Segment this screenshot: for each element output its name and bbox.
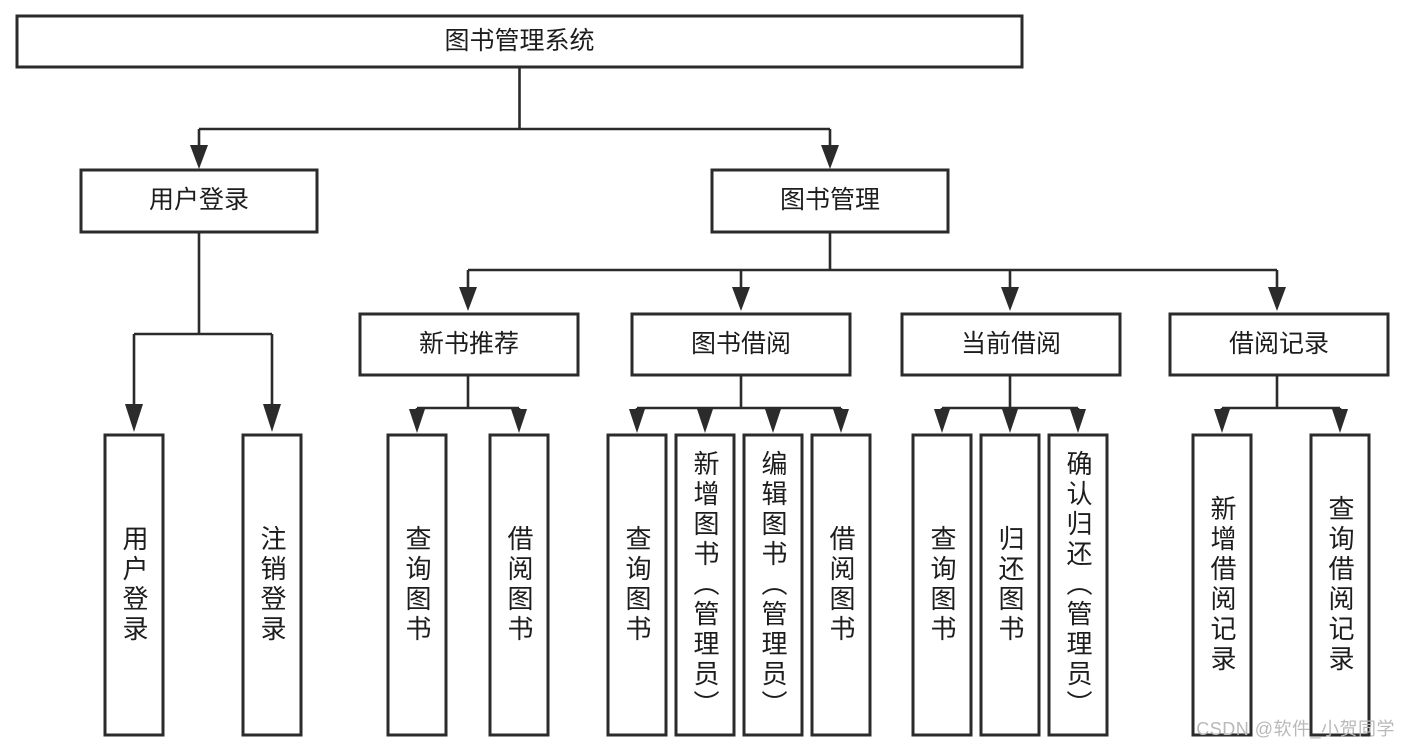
node-leaf-confirm-return-box[interactable] xyxy=(1047,433,1109,737)
arrowhead-leaf-query-record xyxy=(1332,409,1348,433)
link-book-manage-bus xyxy=(466,232,1279,290)
arrowhead-to-user-login xyxy=(190,145,208,169)
arrowhead-to-book-manage xyxy=(821,145,839,169)
node-leaf-query-book-3-box[interactable] xyxy=(911,433,973,737)
node-book-manage-box[interactable] xyxy=(710,168,950,234)
node-leaf-return-book-box[interactable] xyxy=(979,433,1041,737)
arrowhead-to-new-book-recommend xyxy=(459,287,477,311)
link-root-bus xyxy=(197,67,832,149)
node-leaf-borrow-book-2-box[interactable] xyxy=(810,433,872,737)
arrowhead-leaf-borrow-book-1 xyxy=(511,409,527,433)
arrowhead-to-book-borrow xyxy=(732,287,750,311)
arrowhead-to-current-borrow xyxy=(1001,287,1019,311)
node-leaf-query-record-box[interactable] xyxy=(1309,433,1371,737)
arrowhead-leaf-query-book-1 xyxy=(409,409,425,433)
arrowhead-leaf-query-book-3 xyxy=(934,409,950,433)
arrowhead-to-borrow-record xyxy=(1268,287,1286,311)
node-leaf-query-book-2-box[interactable] xyxy=(606,433,668,737)
arrowhead-leaf-add-record xyxy=(1214,409,1230,433)
arrowhead-leaf-borrow-book-2 xyxy=(833,409,849,433)
node-user-login-box[interactable] xyxy=(79,168,319,234)
node-leaf-borrow-book-1-box[interactable] xyxy=(488,433,550,737)
arrowhead-leaf-return-book xyxy=(1002,409,1018,433)
node-leaf-edit-book-box[interactable] xyxy=(742,433,804,737)
arrowhead-leaf-query-book-2 xyxy=(629,409,645,433)
node-book-borrow-box[interactable] xyxy=(630,312,852,377)
link-user-login-bus xyxy=(132,232,274,404)
arrowhead-leaf-confirm-return xyxy=(1070,409,1086,433)
watermark-text: CSDN @软件_小贺同学 xyxy=(1196,719,1395,739)
node-leaf-logout-box[interactable] xyxy=(241,433,303,737)
node-leaf-add-record-box[interactable] xyxy=(1191,433,1253,737)
node-leaf-user-login-box[interactable] xyxy=(103,433,165,737)
node-current-borrow-box[interactable] xyxy=(900,312,1122,377)
node-leaf-add-book-box[interactable] xyxy=(674,433,736,737)
link-book-borrow-bus xyxy=(635,375,843,418)
node-new-book-recommend-box[interactable] xyxy=(358,312,580,377)
link-new-book-recommend-bus xyxy=(415,375,521,418)
node-root-box[interactable] xyxy=(15,14,1024,69)
arrowhead-to-leaf-logout xyxy=(263,404,281,432)
arrowhead-leaf-edit-book xyxy=(765,409,781,433)
node-leaf-query-book-1-box[interactable] xyxy=(386,433,448,737)
arrowhead-to-leaf-user-login xyxy=(125,404,143,432)
arrowhead-leaf-add-book xyxy=(697,409,713,433)
link-borrow-record-bus xyxy=(1220,375,1342,418)
node-borrow-record-box[interactable] xyxy=(1168,312,1390,377)
